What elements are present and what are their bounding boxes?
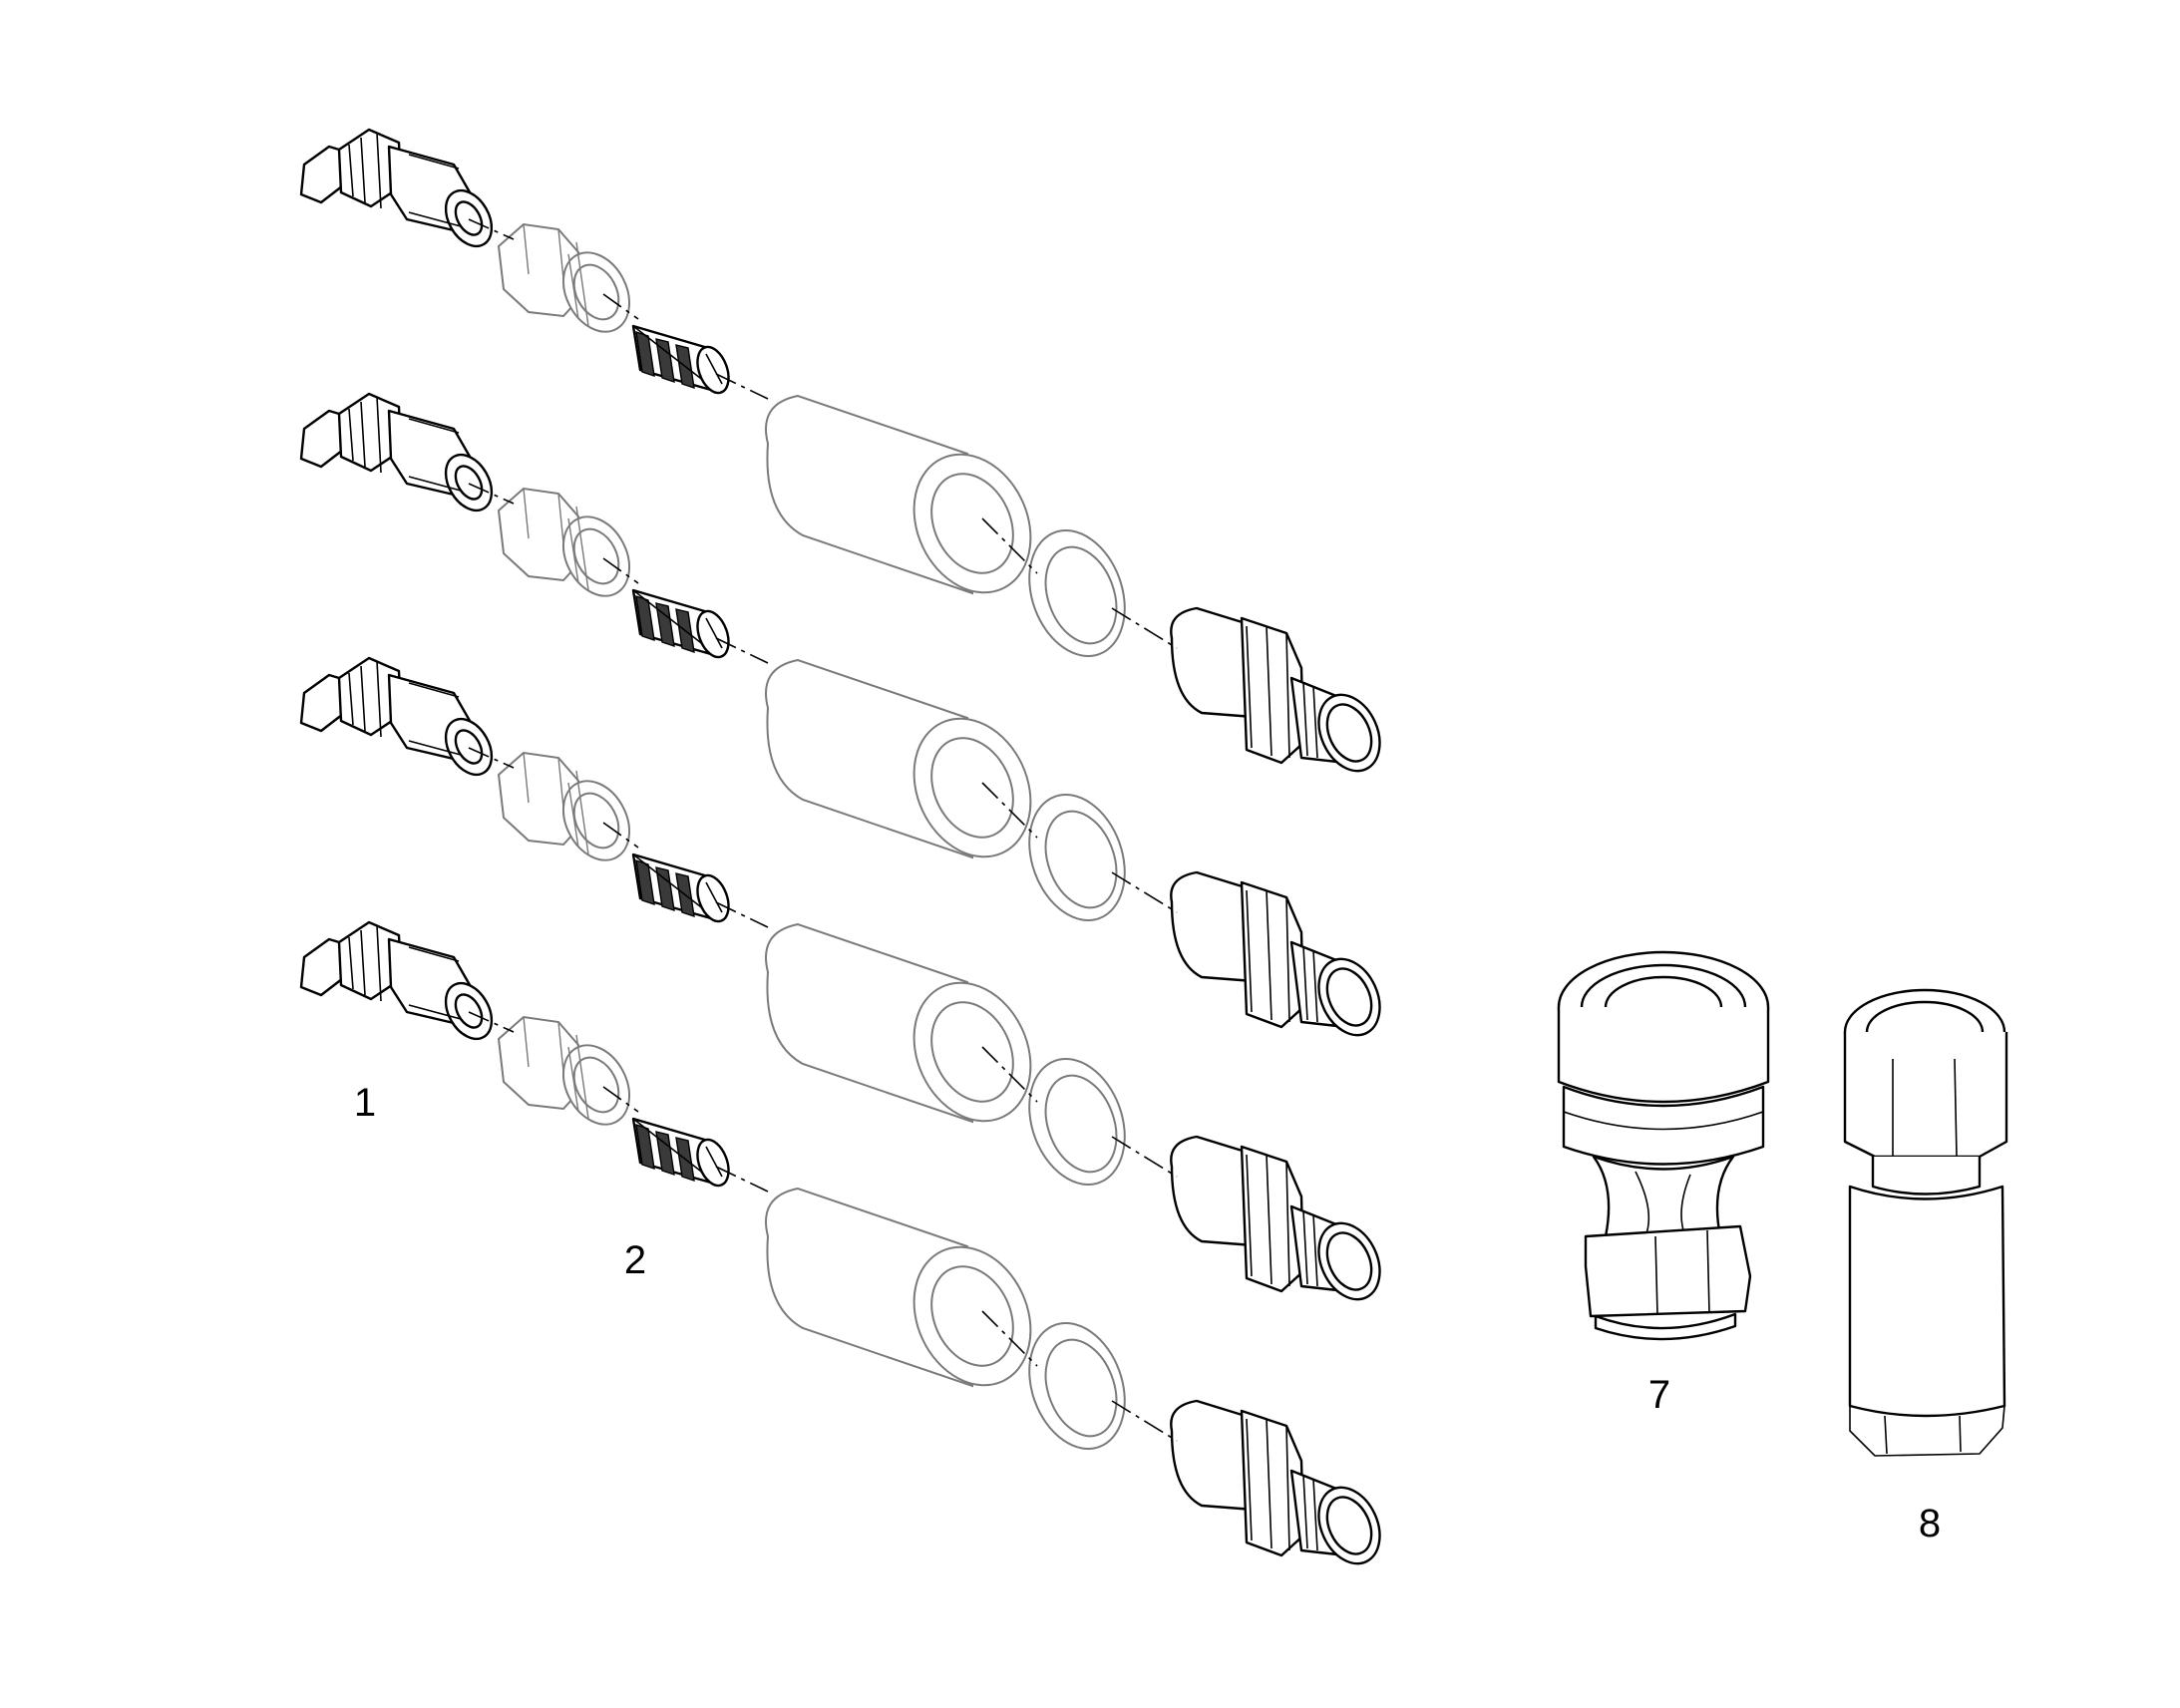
item-label-7: 7: [1647, 1373, 1671, 1417]
quick-coupling-female: [1557, 950, 1770, 1341]
assembly-row-3: [299, 656, 1393, 1047]
item-label-2: 2: [623, 1238, 647, 1282]
assembly-row-4: [299, 920, 1393, 1311]
assembly-row-1: [299, 128, 769, 400]
item-label-1: 1: [353, 1081, 377, 1125]
quick-coupling-male: [1843, 988, 2008, 1457]
assembly-row-2: [299, 392, 1393, 783]
assembly-row-5: [765, 1188, 1393, 1575]
item-label-8: 8: [1918, 1502, 1942, 1545]
